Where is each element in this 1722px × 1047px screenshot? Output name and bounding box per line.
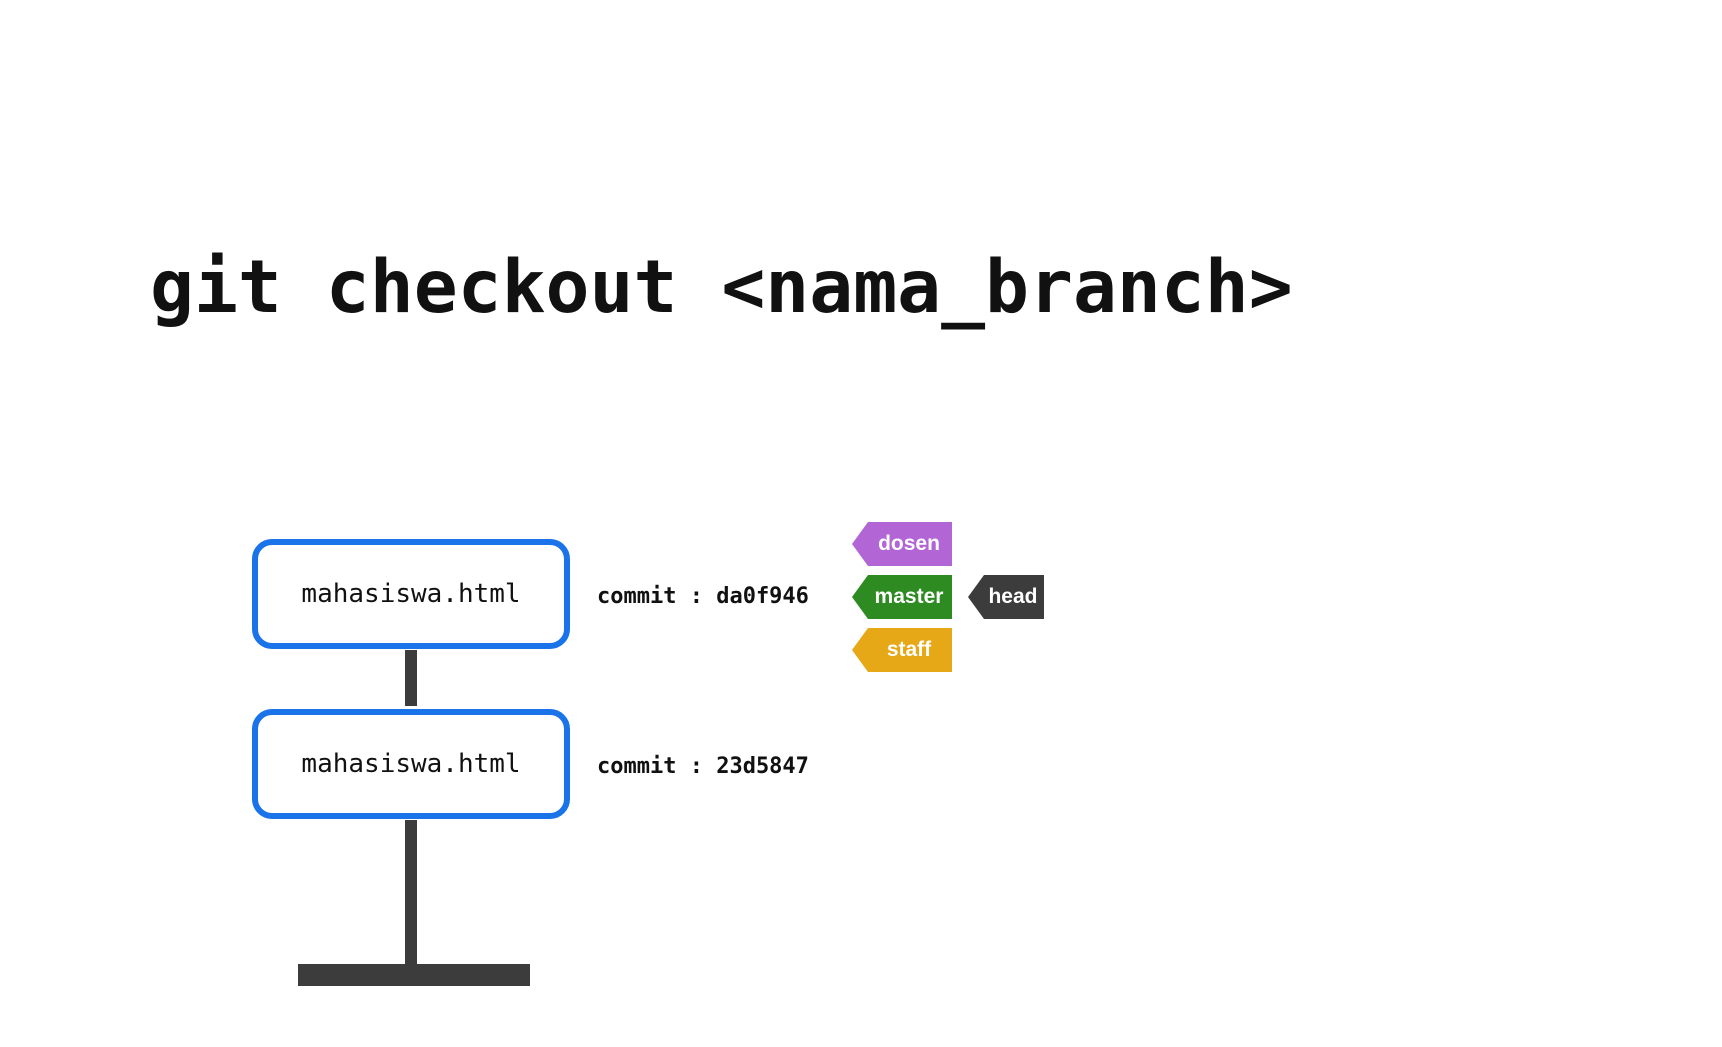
commit-hash-initial: commit : 23d5847 xyxy=(597,754,809,779)
root-base xyxy=(298,964,530,986)
branch-tag-staff: staff xyxy=(852,628,952,672)
commit-file-label: mahasiswa.html xyxy=(301,579,521,609)
head-tag: head xyxy=(968,575,1044,619)
commit-file-label: mahasiswa.html xyxy=(301,749,521,779)
branch-tag-label: dosen xyxy=(878,532,940,555)
connector-bottom xyxy=(405,820,417,970)
branch-tag-label: staff xyxy=(886,638,932,661)
connector-top xyxy=(405,650,417,706)
branch-tag-dosen: dosen xyxy=(852,522,952,566)
slide-title: git checkout <nama_branch> xyxy=(150,245,1293,330)
branch-tag-label: master xyxy=(874,585,944,608)
head-tag-label: head xyxy=(988,585,1038,608)
commit-hash-latest: commit : da0f946 xyxy=(597,584,809,609)
commit-box-initial: mahasiswa.html xyxy=(252,709,570,819)
branch-tag-master: master xyxy=(852,575,952,619)
commit-box-latest: mahasiswa.html xyxy=(252,539,570,649)
